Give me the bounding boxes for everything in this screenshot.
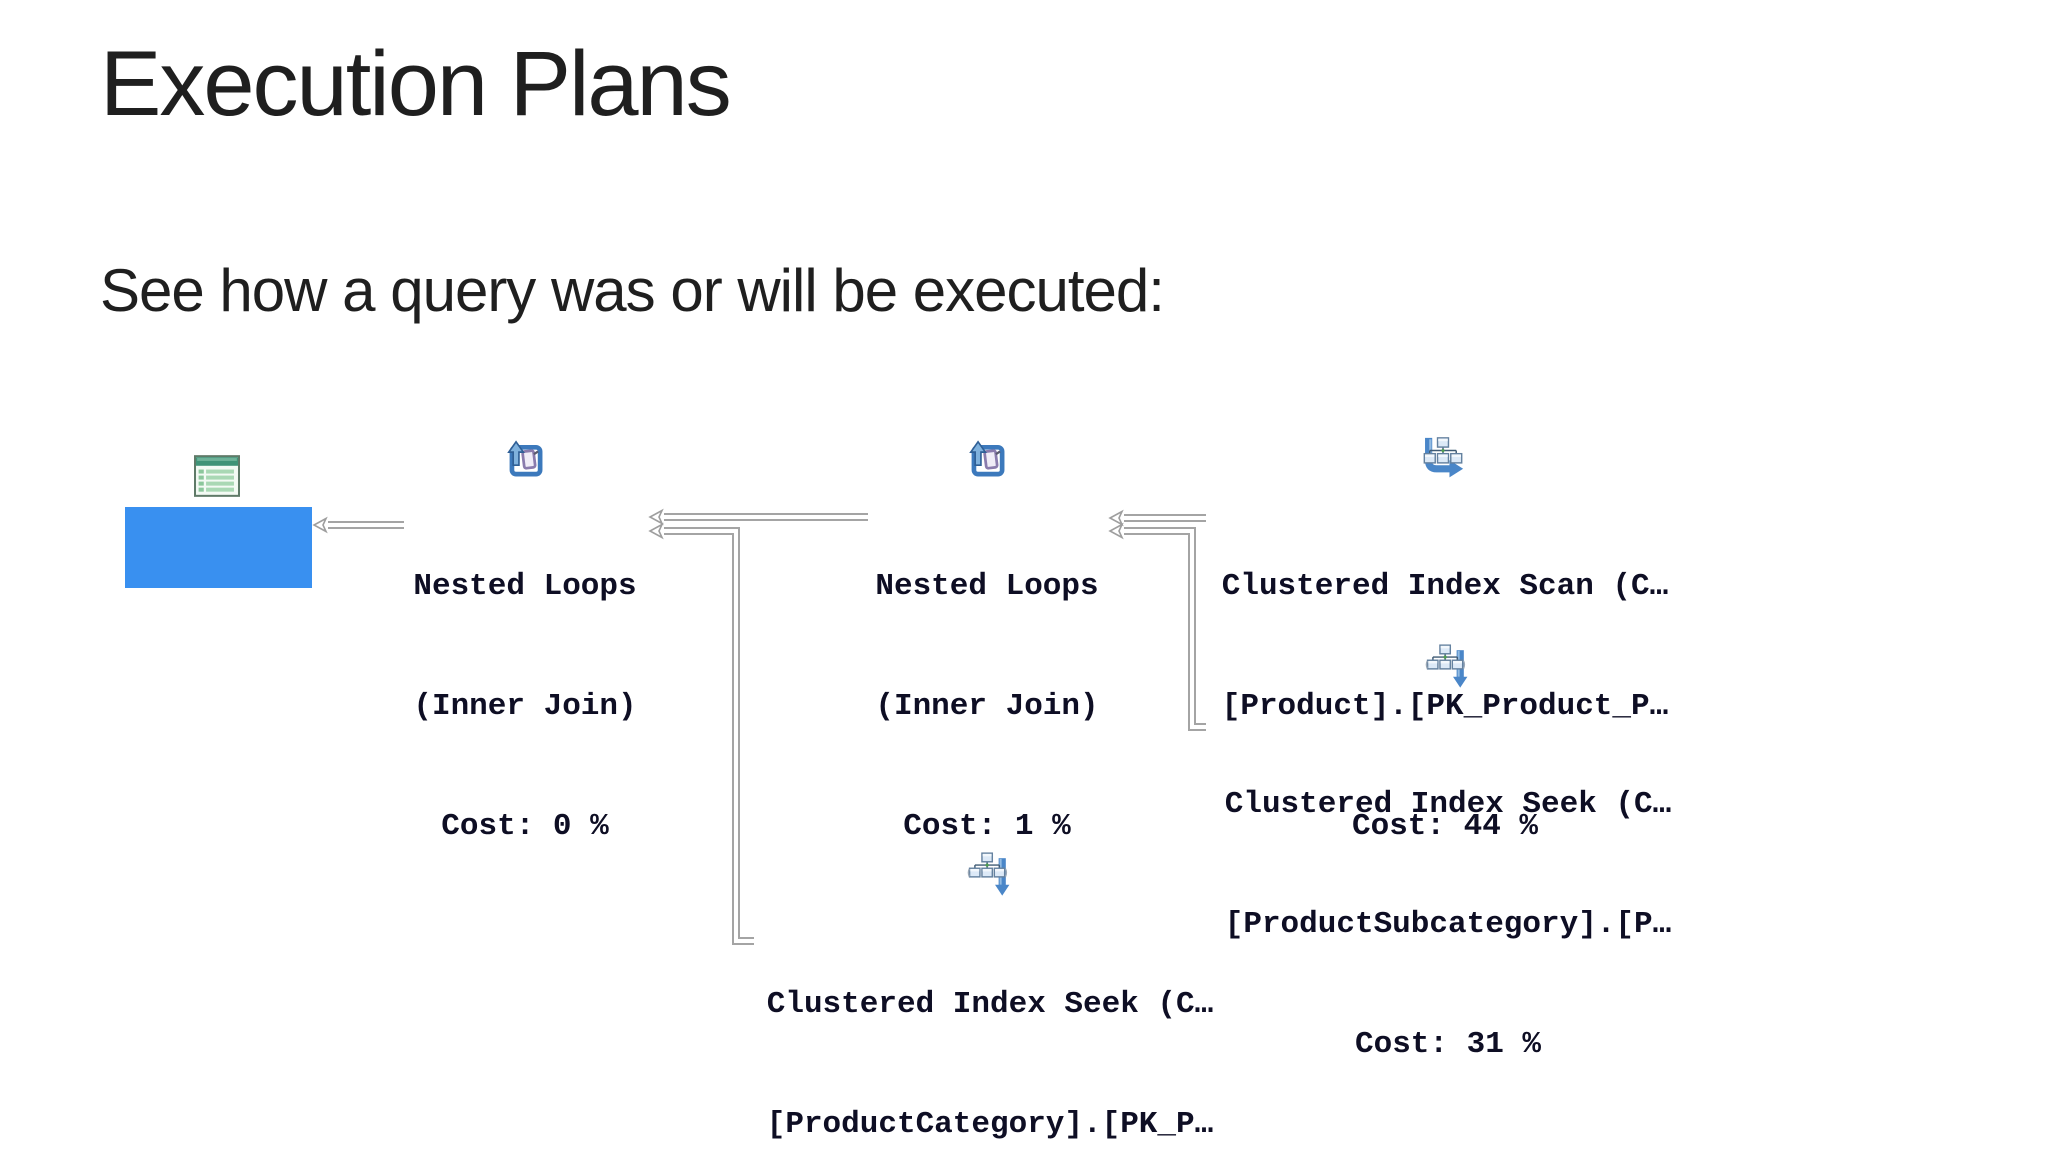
result-set-icon — [194, 455, 240, 497]
node-cost: Cost: 0 % — [441, 809, 609, 844]
plan-node-select: SELECT Cost: 0 % — [125, 507, 312, 745]
node-cost: Cost: 1 % — [903, 809, 1071, 844]
plan-node-clustered-index-scan: Clustered Index Scan (C… [Product].[PK_P… — [1215, 487, 1675, 927]
node-line: Clustered Index Scan (C… — [1221, 569, 1669, 604]
node-line: [Product].[PK_Product_P… — [1221, 689, 1669, 724]
clustered-index-scan-icon — [1420, 434, 1466, 482]
select-cost: Cost: 0 % — [137, 711, 300, 745]
page-title: Execution Plans — [100, 33, 732, 135]
plan-node-clustered-index-seek-category: Clustered Index Seek (C… [ProductCategor… — [760, 905, 1220, 1152]
node-line: (Inner Join) — [875, 689, 1099, 724]
plan-node-nested-loops-1: Nested Loops (Inner Join) Cost: 0 % — [395, 487, 655, 927]
nested-loops-icon — [503, 436, 547, 482]
node-line: [ProductCategory].[PK_P… — [766, 1107, 1214, 1142]
clustered-index-seek-icon — [1425, 642, 1471, 690]
page-subtitle: See how a query was or will be executed: — [100, 257, 1165, 324]
node-line: (Inner Join) — [413, 689, 637, 724]
nested-loops-icon — [965, 436, 1009, 482]
plan-node-nested-loops-2: Nested Loops (Inner Join) Cost: 1 % — [857, 487, 1117, 927]
node-line: Nested Loops — [413, 569, 637, 604]
select-label: SELECT — [164, 591, 273, 625]
clustered-index-seek-icon — [967, 850, 1013, 898]
node-cost: Cost: 44 % — [1351, 809, 1539, 844]
node-line: Clustered Index Seek (C… — [1224, 787, 1672, 822]
node-line: Clustered Index Seek (C… — [766, 987, 1214, 1022]
node-cost: Cost: 31 % — [1354, 1027, 1542, 1062]
plan-node-clustered-index-seek-subcategory: Clustered Index Seek (C… [ProductSubcate… — [1218, 705, 1678, 1145]
node-line: [ProductSubcategory].[P… — [1224, 907, 1672, 942]
node-line: Nested Loops — [875, 569, 1099, 604]
